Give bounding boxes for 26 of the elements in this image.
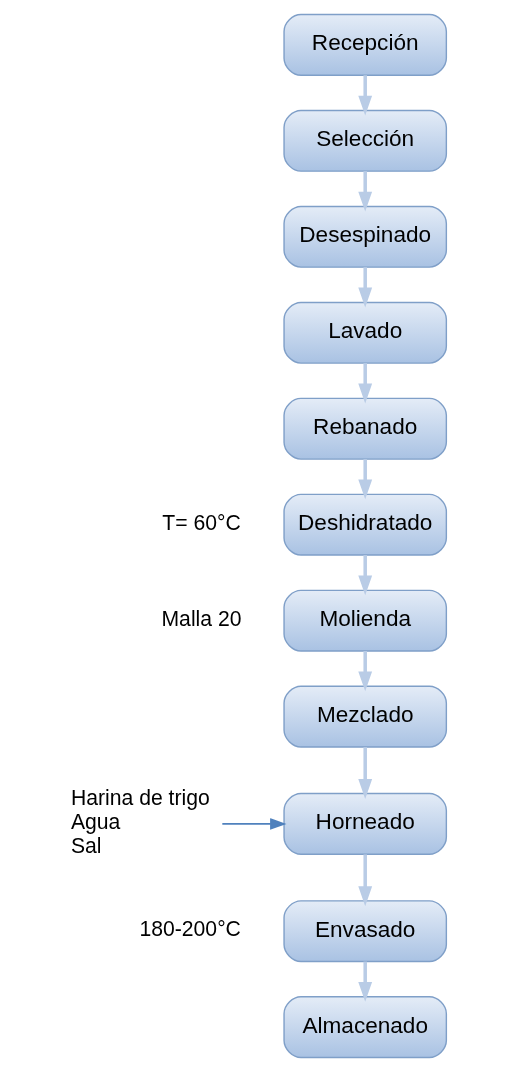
node-box: Recepción: [283, 13, 448, 76]
node-box: Rebanado: [283, 397, 448, 460]
arrow: [358, 854, 373, 907]
arrow: [358, 651, 373, 692]
arrow: [358, 555, 373, 596]
node-box: Deshidratado: [283, 493, 448, 556]
arrow: [358, 363, 373, 404]
node-text: Harina de trigo Agua Sal: [70, 785, 210, 857]
arrow: [358, 171, 373, 212]
node-label: Malla 20: [161, 606, 242, 630]
node-box: Lavado: [283, 301, 448, 364]
node-box: Almacenado: [283, 996, 448, 1059]
node-label: T= 60°C: [162, 510, 241, 534]
node-label: 180-200°C: [139, 917, 241, 941]
arrow: [358, 75, 373, 116]
node-box: Horneado: [283, 792, 448, 855]
node-box: Molienda: [283, 589, 448, 652]
arrow: [358, 267, 373, 308]
arrow: [358, 459, 373, 500]
arrow: [358, 961, 373, 1002]
arrow: [221, 818, 287, 830]
node-box: Envasado: [283, 900, 448, 963]
arrow: [358, 747, 373, 799]
node-box: Desespinado: [283, 205, 448, 268]
node-box: Mezclado: [283, 685, 448, 748]
node-box: Selección: [283, 109, 448, 172]
